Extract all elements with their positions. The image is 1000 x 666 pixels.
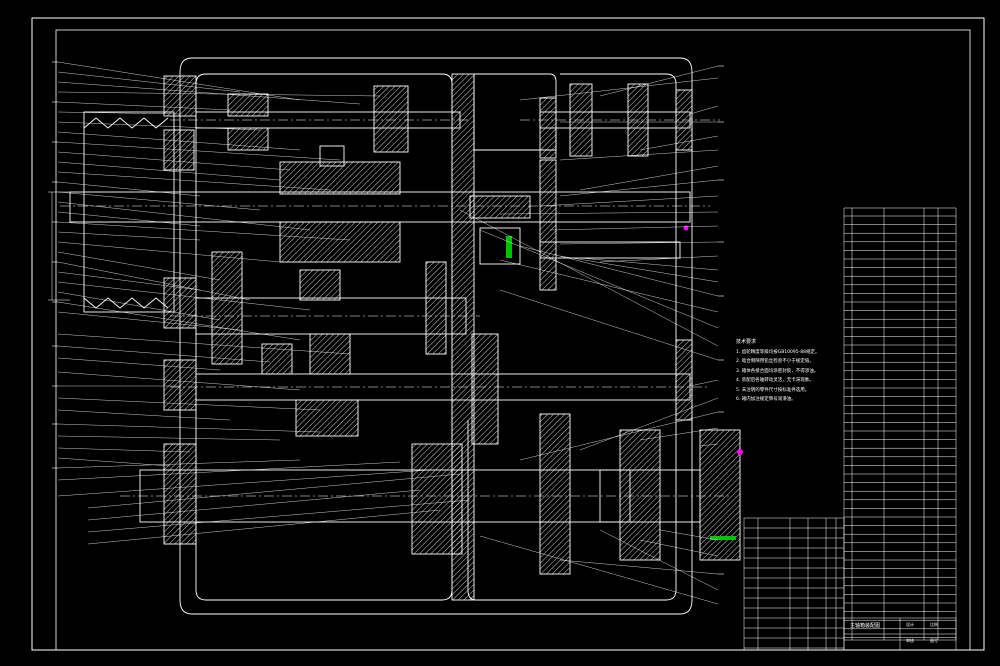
title-block-field-4: 图号 <box>930 638 938 643</box>
title-block-field-3: 比例 <box>930 622 938 627</box>
dimension-left <box>48 191 70 301</box>
note-line-4: 4. 装配后各轴转动灵活，无卡滞现象。 <box>736 378 814 383</box>
technical-requirements: 技术要求 1. 齿轮精度等级均按GB10095-88规定。 2. 啮合侧隙用铅丝… <box>736 338 836 405</box>
note-line-5: 5. 未注明的零件尺寸按标准件选用。 <box>736 387 810 393</box>
right-leaders <box>459 65 719 605</box>
title-block-field-2: 审核 <box>906 638 914 643</box>
magenta-detail <box>737 449 743 455</box>
title-block-table <box>743 517 957 651</box>
parts-list-table <box>843 207 957 641</box>
title-block-field-1: 设计 <box>906 622 914 627</box>
note-line-3: 3. 箱体各接合面均涂密封胶，不得渗油。 <box>736 368 819 374</box>
green-detail <box>506 236 512 258</box>
green-detail-2 <box>710 536 736 540</box>
housing <box>163 57 693 615</box>
magenta-detail-2 <box>683 225 689 231</box>
note-line-1: 1. 齿轮精度等级均按GB10095-88规定。 <box>736 349 820 355</box>
note-line-6: 6. 箱内加注规定牌号润滑油。 <box>736 397 796 402</box>
title-block-name: 主轴箱装配图 <box>850 623 881 629</box>
inner-border <box>55 29 971 651</box>
shafts <box>60 83 741 575</box>
note-line-2: 2. 啮合侧隙用铅丝检验不小于规定值。 <box>736 359 814 364</box>
notes-title: 技术要求 <box>736 339 757 345</box>
leader-numbers <box>52 61 724 575</box>
left-leaders <box>57 61 471 545</box>
